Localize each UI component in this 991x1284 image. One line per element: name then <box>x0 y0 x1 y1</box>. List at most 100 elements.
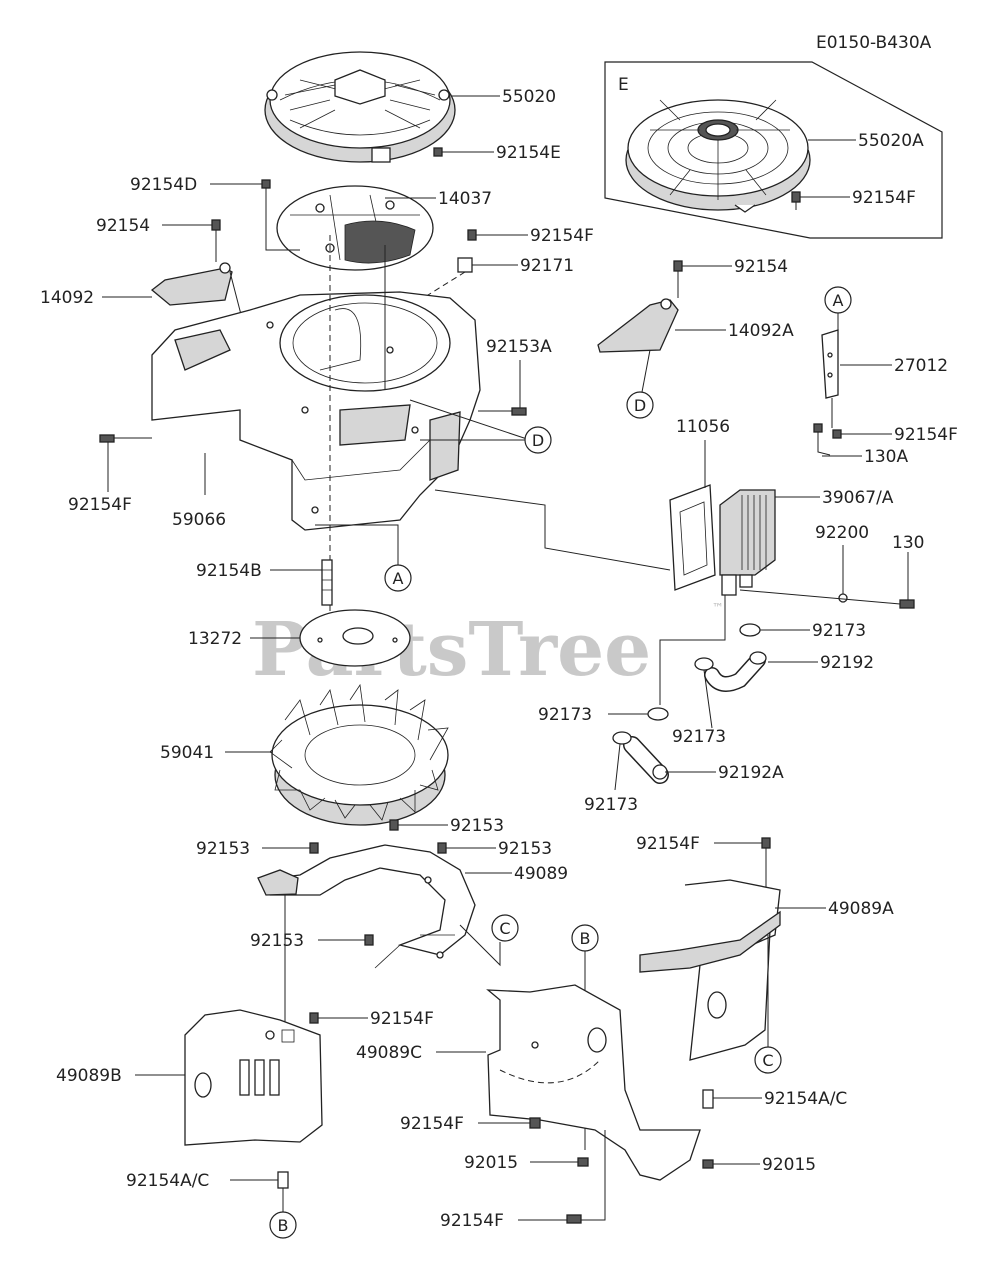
hose-92192A <box>623 736 669 784</box>
label-92154AC-right: 92154A/C <box>764 1089 847 1109</box>
label-13272: 13272 <box>188 629 242 649</box>
label-14092: 14092 <box>40 288 94 308</box>
svg-text:B: B <box>580 929 591 948</box>
label-92154F-inset: 92154F <box>852 188 916 208</box>
screw-92154F-top <box>467 229 477 241</box>
label-49089A: 49089A <box>828 899 894 919</box>
callout-b-right: B <box>571 924 599 952</box>
svg-text:B: B <box>278 1216 289 1235</box>
callout-a-right: A <box>824 286 852 314</box>
label-92154-right: 92154 <box>734 257 788 277</box>
label-92200: 92200 <box>815 523 869 543</box>
screw-92154F-bracket <box>832 429 842 439</box>
label-92154F-side: 92154F <box>68 495 132 515</box>
label-92153-lower: 92153 <box>250 931 304 951</box>
svg-text:D: D <box>634 396 646 415</box>
label-92173-mid: 92173 <box>672 727 726 747</box>
screw-92153A <box>511 407 527 416</box>
label-59066: 59066 <box>172 510 226 530</box>
label-92154F-bottom: 92154F <box>440 1211 504 1231</box>
clamp-92173-bottom <box>612 731 632 745</box>
label-92171: 92171 <box>520 256 574 276</box>
clamp-92173-top <box>739 623 761 637</box>
label-92192: 92192 <box>820 653 874 673</box>
label-92153-right: 92153 <box>498 839 552 859</box>
label-92154AC-left: 92154A/C <box>126 1171 209 1191</box>
callout-b-left: B <box>269 1211 297 1239</box>
screen-14037 <box>276 185 434 271</box>
plate-13272 <box>299 609 411 667</box>
screw-92154-right <box>673 260 683 272</box>
label-92154D: 92154D <box>130 175 197 195</box>
label-55020: 55020 <box>502 87 556 107</box>
svg-text:D: D <box>532 431 544 450</box>
baffle-14092A <box>597 298 679 353</box>
air-guide-49089 <box>257 844 476 969</box>
callout-c-right: C <box>754 1046 782 1074</box>
inset-e-frame: E <box>604 61 943 239</box>
shroud-49089B <box>184 1009 323 1146</box>
label-92154B: 92154B <box>196 561 262 581</box>
label-27012: 27012 <box>894 356 948 376</box>
label-92154E: 92154E <box>496 143 561 163</box>
label-49089C: 49089C <box>356 1043 422 1063</box>
label-92154-left: 92154 <box>96 216 150 236</box>
bracket-27012 <box>821 329 839 399</box>
screw-92154F-49089C <box>529 1117 541 1129</box>
screw-92154F-49089B <box>309 1012 319 1024</box>
screw-92154D <box>261 179 271 189</box>
label-39067A: 39067/A <box>822 488 894 508</box>
screw-92153-lower <box>364 934 374 946</box>
label-92154F-49089B: 92154F <box>370 1009 434 1029</box>
screw-92154-left <box>211 219 221 231</box>
label-92154F-top: 92154F <box>530 226 594 246</box>
screw-92154F-49089A <box>761 837 771 849</box>
label-92153-top: 92153 <box>450 816 504 836</box>
stud-92154AC-left <box>277 1171 289 1189</box>
clip-92171 <box>457 257 473 273</box>
screw-92153-top <box>389 819 399 831</box>
label-14092A: 14092A <box>728 321 794 341</box>
screw-92154F-side <box>99 434 115 443</box>
label-92015-right: 92015 <box>762 1155 816 1175</box>
screw-92153-left <box>309 842 319 854</box>
callout-d-housing: D <box>524 426 552 454</box>
oil-cooler-39067 <box>719 489 776 596</box>
cooling-fan-59041 <box>269 683 449 826</box>
baffle-14092 <box>150 262 233 306</box>
label-92173-left: 92173 <box>538 705 592 725</box>
label-49089: 49089 <box>514 864 568 884</box>
stud-92154B <box>321 559 333 606</box>
clamp-92173-mid <box>694 657 714 671</box>
screw-130A <box>813 423 823 433</box>
label-130A: 130A <box>864 447 908 467</box>
label-49089B: 49089B <box>56 1066 122 1086</box>
callout-c-left: C <box>491 914 519 942</box>
fan-guard-55020A <box>625 99 811 213</box>
label-92154F-49089C: 92154F <box>400 1114 464 1134</box>
shroud-49089C <box>486 984 701 1181</box>
label-59041: 59041 <box>160 743 214 763</box>
label-14037: 14037 <box>438 189 492 209</box>
screw-92153-right <box>437 842 447 854</box>
stud-92154AC-right <box>702 1089 714 1109</box>
callout-a-housing: A <box>384 564 412 592</box>
screw-92154E <box>433 147 443 157</box>
shroud-49089A <box>639 879 781 1061</box>
label-92154F-49089A: 92154F <box>636 834 700 854</box>
nut-92015-left <box>577 1157 589 1167</box>
label-130: 130 <box>892 533 924 553</box>
nut-92015-right <box>702 1159 714 1169</box>
diagram-code: E0150-B430A <box>816 33 932 53</box>
label-92153-left: 92153 <box>196 839 250 859</box>
label-55020A: 55020A <box>858 131 924 151</box>
bolt-92154F-bottom <box>566 1214 582 1224</box>
watermark-tm: ™ <box>712 601 724 615</box>
svg-text:C: C <box>762 1051 773 1070</box>
screw-92154F-inset <box>791 191 801 210</box>
gasket-11056 <box>669 484 716 591</box>
hose-92192 <box>704 651 767 692</box>
blower-housing-59066 <box>151 291 481 531</box>
